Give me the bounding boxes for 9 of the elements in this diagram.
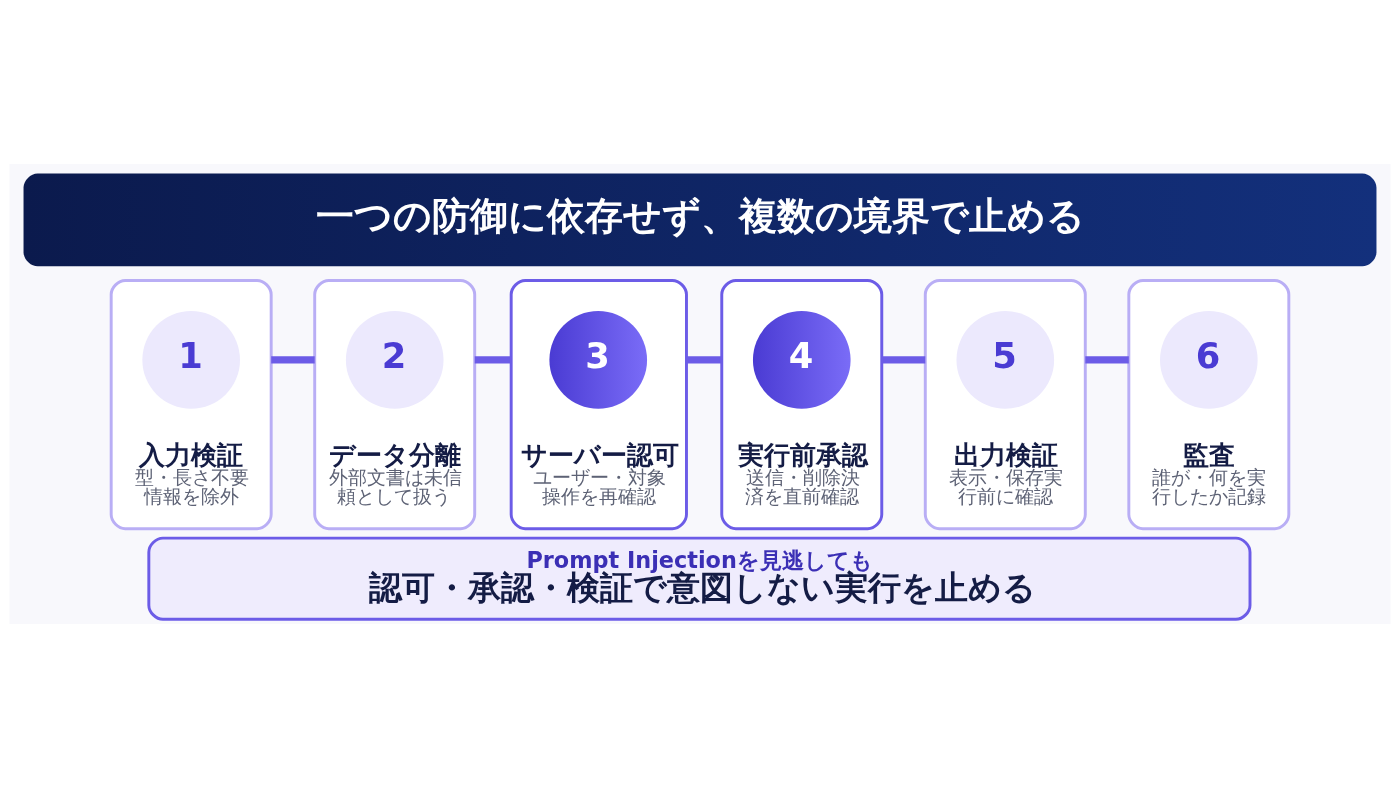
node-box: Prompt Injectionを見逃しても 認可・承認・検証で意図しない実行を止める [147,536,1252,621]
connector [474,356,512,364]
connector [881,356,926,364]
node-circle: 4 [752,311,851,409]
connector [271,356,315,364]
connector [686,356,722,364]
node-circle: 3 [549,311,648,409]
diagram-title: 一つの防御に依存せず、複数の境界で止める [316,193,1086,238]
connector [1085,356,1129,364]
